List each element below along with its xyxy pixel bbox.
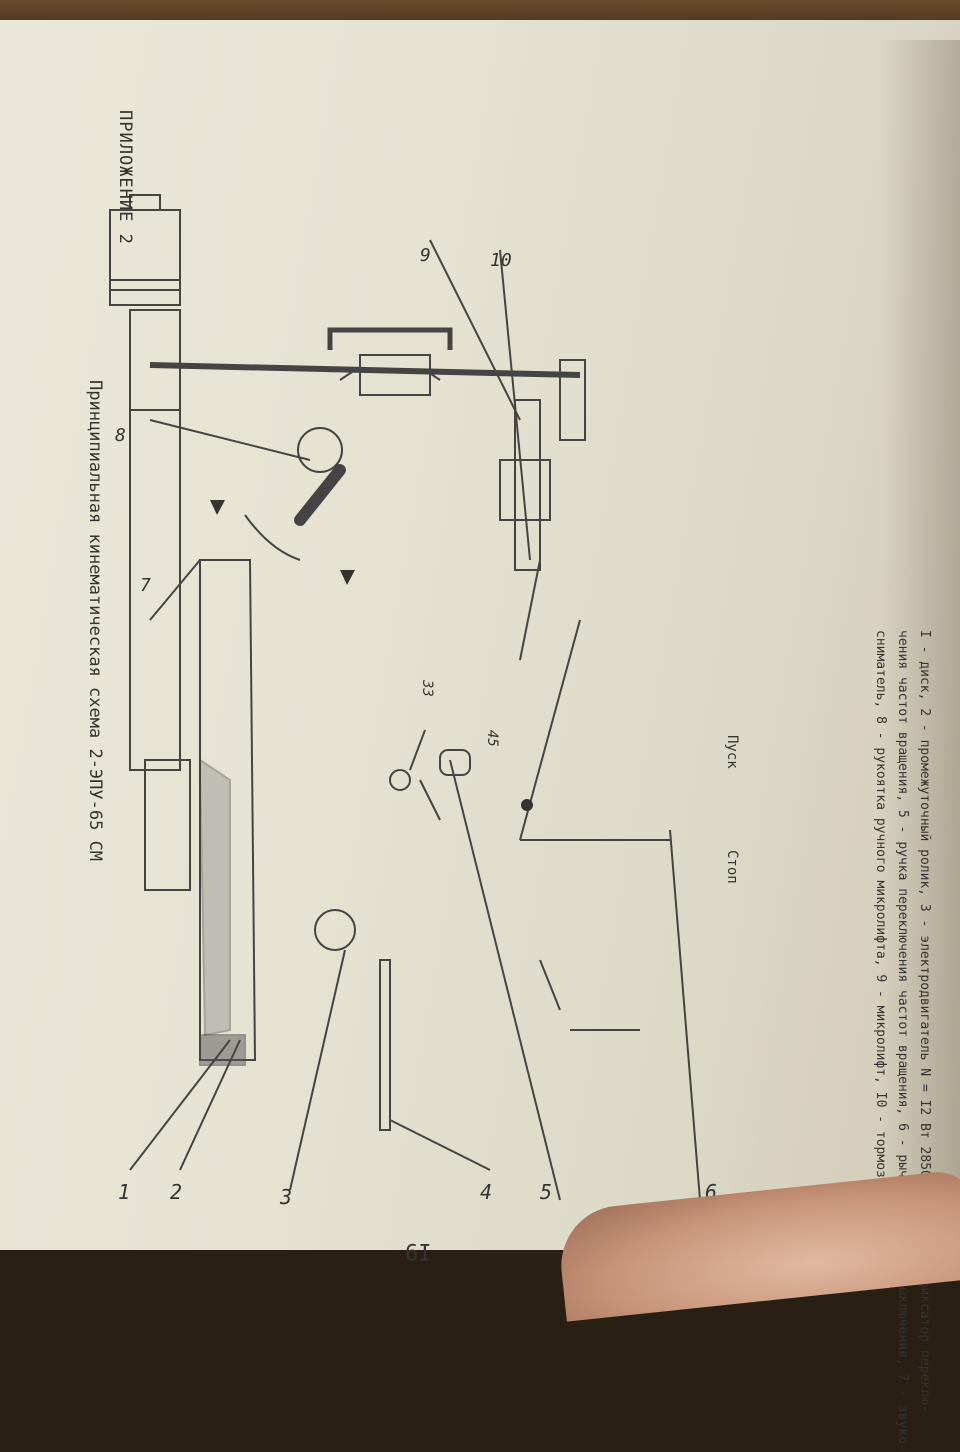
leader-8 [149,419,311,461]
leader-9 [429,239,521,421]
brake-drum [359,354,431,396]
lever-knob [439,749,471,776]
start-label: Пуск [724,735,740,769]
disk-rim [199,1034,246,1066]
marker-triangle-1 [210,500,225,515]
angle-label-33: 33 [419,680,435,697]
motor-3 [314,909,356,951]
platter-section [198,758,231,1037]
appendix-label: ПРИЛОЖЕНИЕ 2 [115,110,135,245]
marker-triangle-2 [340,570,355,585]
kinematic-diagram [109,194,701,1201]
motor-shaft-end [129,194,161,211]
leader-7 [149,559,201,621]
microlift-block [559,359,586,441]
brake-drum-top [327,327,453,350]
caption-line-3: сниматель, 8 - рукоятка ручного микролиф… [873,630,888,1272]
caption-line-2: чения частот вращения, 5 - ручка переклю… [895,630,910,1452]
leader-4 [389,1119,491,1171]
rod-upper [519,559,541,661]
microlift-rod [514,399,541,571]
callout-3: 3 [280,1185,293,1209]
brake-pads [339,369,441,381]
brake-shaft [149,362,581,378]
leader-2 [179,1039,241,1171]
microlift-base [499,459,551,521]
document-page [0,20,960,1250]
tonearm-head [144,759,191,891]
knob-dot [521,799,533,811]
stop-label: Стоп [724,850,740,884]
bracket [129,309,181,411]
angle-arrow [409,729,426,771]
platter [199,559,257,1061]
callout-7: 7 [140,575,151,596]
lever-5 [449,759,561,1201]
handle-pivot [297,427,343,473]
page-shadow [880,40,960,1240]
callout-4: 4 [480,1180,493,1204]
motor-fan [109,279,181,306]
page-number: I9 [405,1238,432,1263]
caption: I - диск, 2 - промежуточный ролик, 3 - э… [869,630,935,1452]
tonearm [129,409,181,771]
callout-9: 9 [420,245,431,266]
spring-link [539,959,561,1011]
leader-3 [289,949,346,1191]
caption-line-1: I - диск, 2 - промежуточный ролик, 3 - э… [917,630,932,1413]
callout-10: 10 [490,250,512,271]
lever-link [419,779,441,821]
arc-arrow [244,514,301,561]
lever-pivot [389,769,411,791]
diagram-title: Принципиальная кинематическая схема 2-ЭП… [85,380,105,862]
callout-1: 1 [118,1180,131,1204]
angle-label-45: 45 [484,730,500,747]
leader-1 [129,1039,231,1171]
callout-5: 5 [540,1180,553,1204]
callout-2: 2 [170,1180,183,1204]
fixator [379,959,391,1131]
handle-lever [294,464,346,526]
leader-10 [499,249,531,561]
callout-8: 8 [115,425,126,446]
lever-6 [669,829,701,1201]
